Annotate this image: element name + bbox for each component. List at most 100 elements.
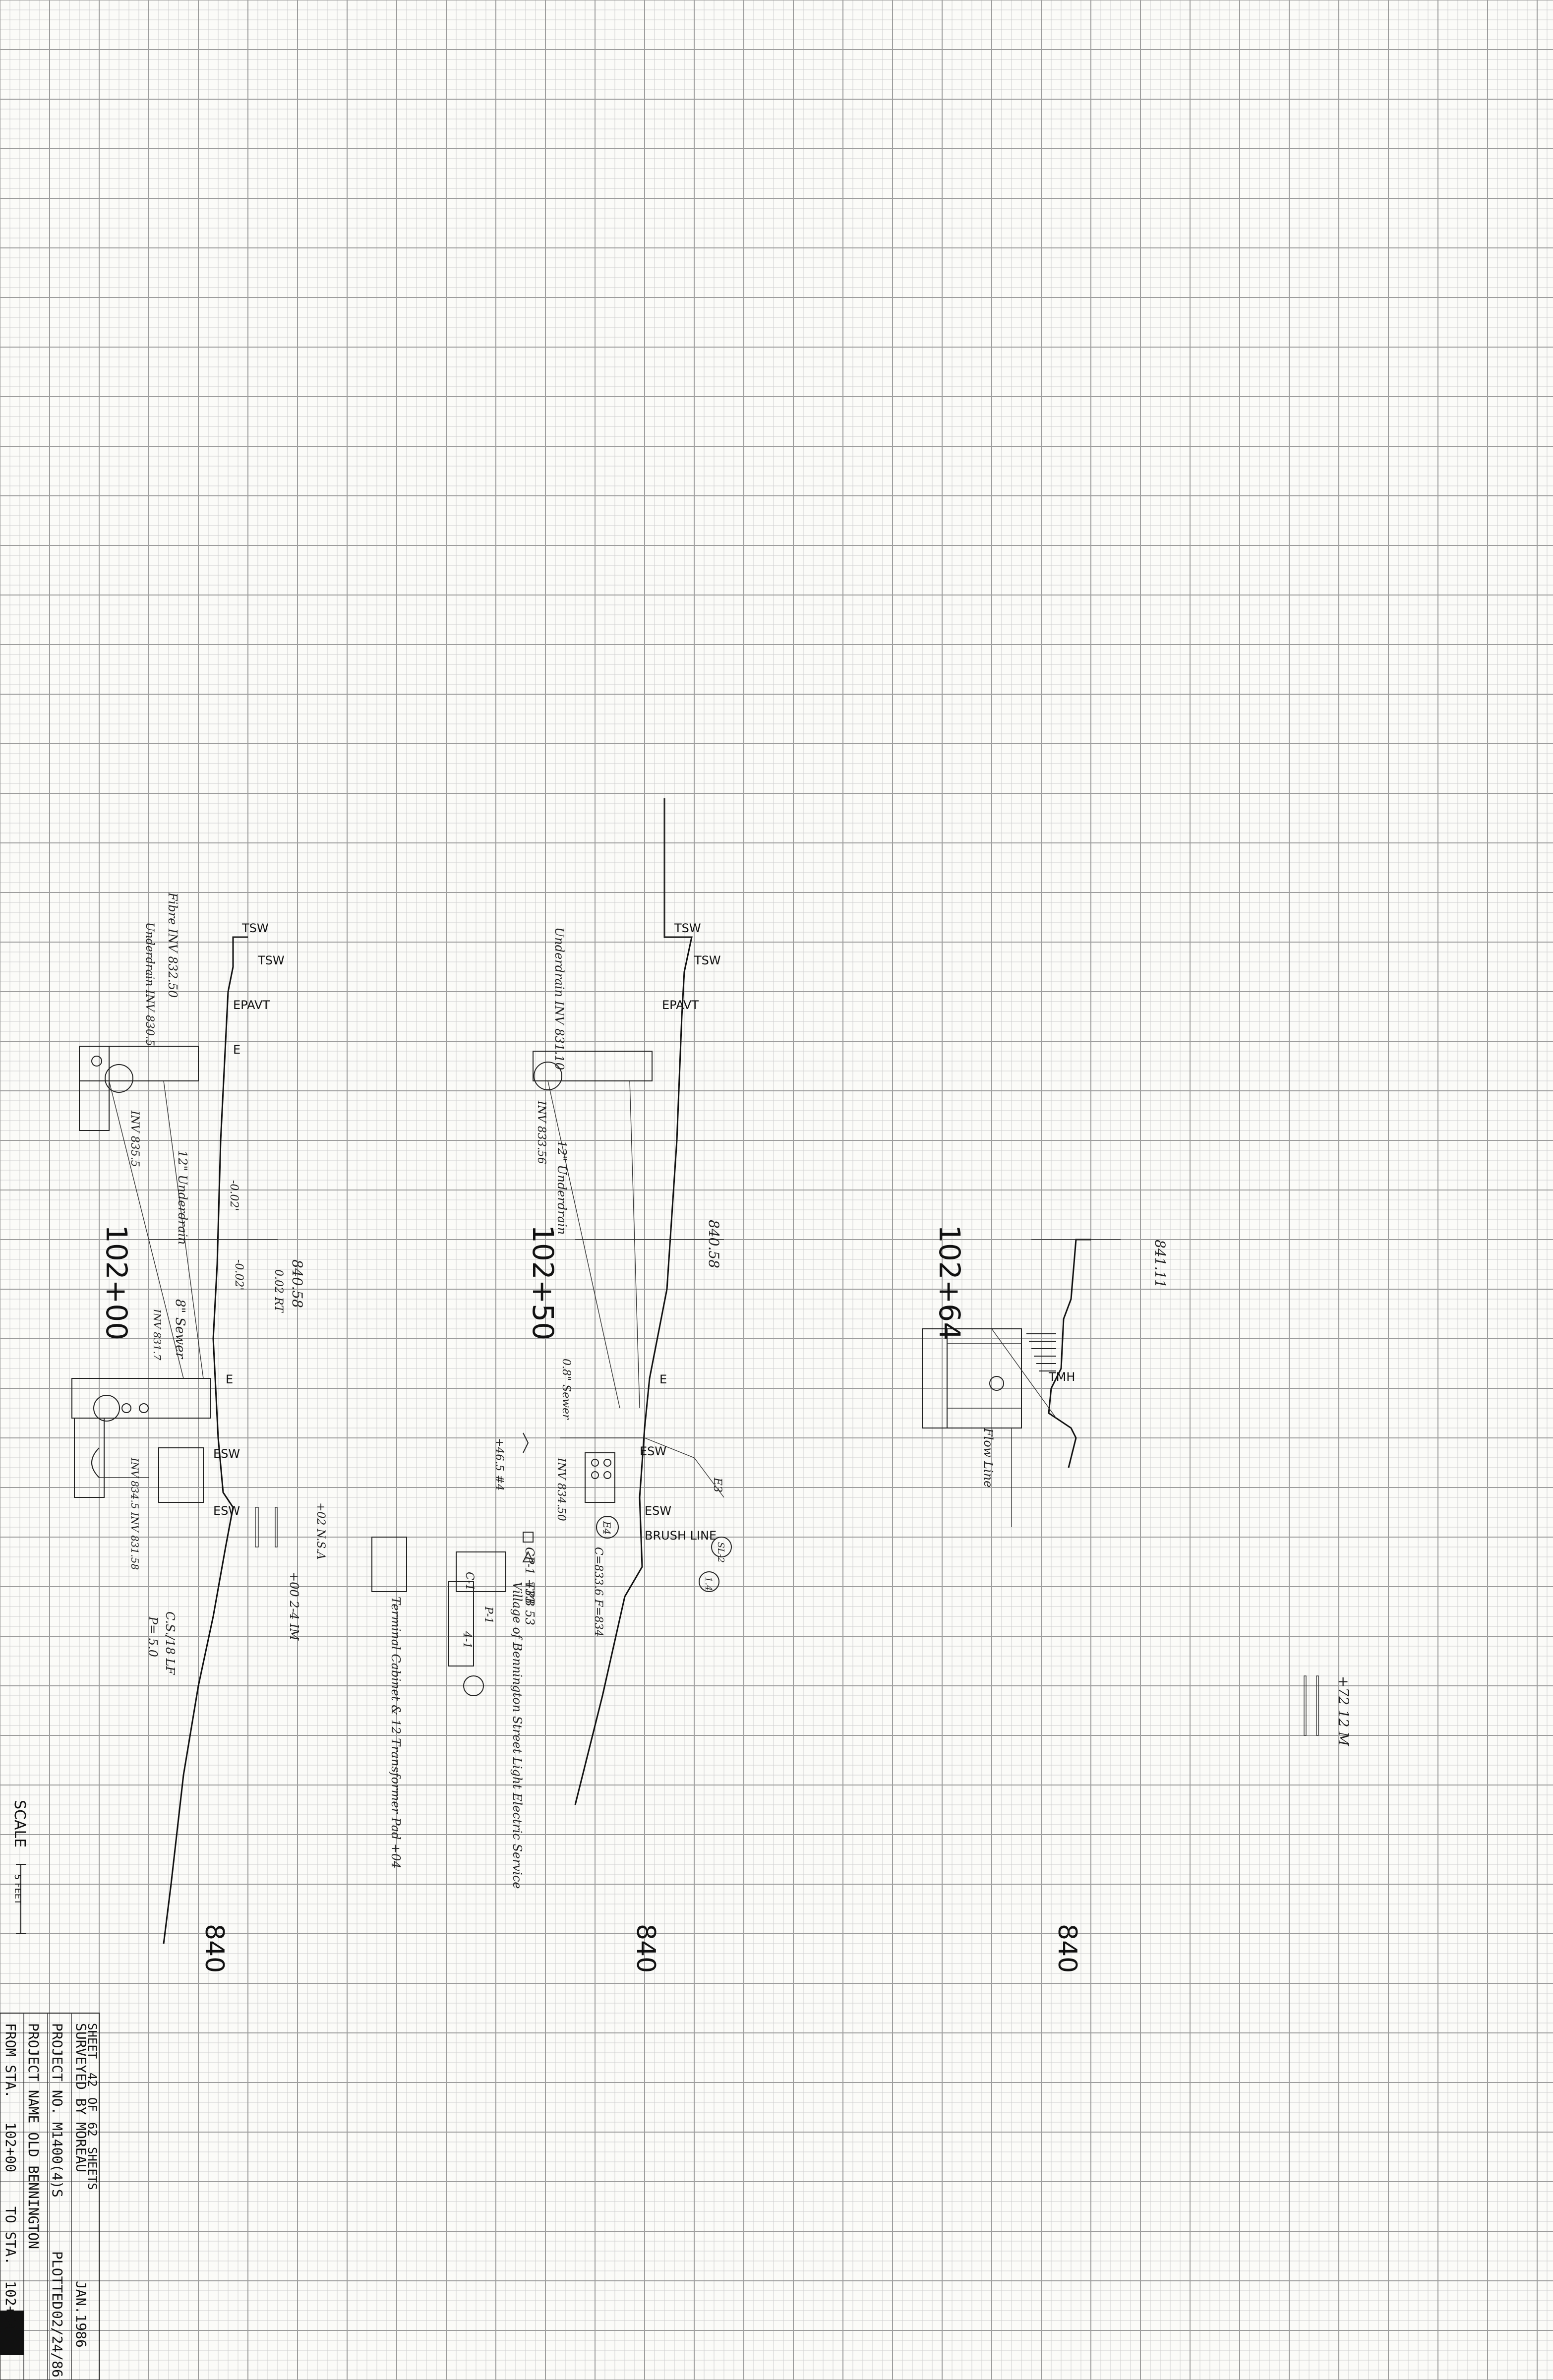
elevation-840-102-50: 840 bbox=[631, 1924, 660, 1973]
svg-text:4-1: 4-1 bbox=[461, 1631, 473, 1649]
station-102-50: 102+50 bbox=[526, 1225, 560, 1340]
svg-text:C.S./18 LF: C.S./18 LF bbox=[163, 1611, 177, 1675]
ground-profile-102-50 bbox=[574, 798, 693, 1805]
svg-text:+00 2-4 IM: +00 2-4 IM bbox=[287, 1572, 301, 1641]
svg-text:INV 831.7: INV 831.7 bbox=[151, 1309, 163, 1361]
elevation-840-102-00: 840 bbox=[199, 1924, 229, 1973]
sewer-box-2 bbox=[74, 1418, 105, 1498]
label-tsw-1: TSW bbox=[241, 921, 269, 935]
svg-text:0.8" Sewer: 0.8" Sewer bbox=[560, 1359, 572, 1420]
underdrain-box-2 bbox=[79, 1046, 110, 1131]
svg-text:BRUSH LINE: BRUSH LINE bbox=[645, 1529, 717, 1543]
svg-text:E3: E3 bbox=[711, 1477, 723, 1492]
callout-e2 bbox=[596, 1516, 619, 1539]
svg-text:MOREAU: MOREAU bbox=[73, 2122, 89, 2172]
from-to-highlight bbox=[0, 2311, 24, 2355]
label-esw-2: ESW bbox=[213, 1504, 240, 1518]
section-102-50: E4 SL-2 1.4 TSW TSW EPAVT E ESW ESW BRUS… bbox=[371, 798, 732, 1973]
svg-text:+02 N.S.A: +02 N.S.A bbox=[314, 1502, 327, 1559]
section-102-00: TSW TSW EPAVT E E ESW ESW 102+00 840 840… bbox=[71, 892, 327, 1973]
sewer-box-102-50 bbox=[585, 1452, 615, 1503]
station-102-00: 102+00 bbox=[100, 1225, 133, 1340]
svg-text:+46.5 #4: +46.5 #4 bbox=[493, 1438, 505, 1491]
svg-text:Underdrain INV 830.5: Underdrain INV 830.5 bbox=[143, 922, 156, 1046]
elevation-840-102-64: 840 bbox=[1052, 1924, 1082, 1973]
svg-text:02/24/86: 02/24/86 bbox=[49, 2311, 65, 2378]
svg-text:Fibre INV 832.50: Fibre INV 832.50 bbox=[166, 892, 179, 998]
underdrain-pipe-1 bbox=[105, 1064, 133, 1093]
svg-text:PROJECT NAME: PROJECT NAME bbox=[25, 2023, 42, 2123]
svg-text:OLD BENNINGTON: OLD BENNINGTON bbox=[25, 2132, 42, 2249]
svg-text:TPB 53: TPB 53 bbox=[523, 1582, 537, 1625]
svg-text:SURVEYED BY: SURVEYED BY bbox=[73, 2023, 89, 2115]
centerline-elev-102-50: 840.58 bbox=[706, 1220, 722, 1268]
svg-text:E: E bbox=[659, 1372, 667, 1386]
svg-text:SHEET: SHEET bbox=[85, 2023, 99, 2059]
svg-text:C-1: C-1 bbox=[463, 1572, 476, 1591]
station-102-64: 102+64 bbox=[933, 1225, 966, 1340]
svg-text:PLOTTED: PLOTTED bbox=[49, 2251, 65, 2310]
svg-text:12" Underdrain: 12" Underdrain bbox=[555, 1140, 569, 1235]
svg-text:FROM STA.: FROM STA. bbox=[2, 2023, 19, 2098]
to-station-value: 102+64 bbox=[2, 2281, 19, 2331]
scale-unit: 5 FEET bbox=[12, 1874, 23, 1905]
sewer-box-1 bbox=[71, 1378, 211, 1419]
centerline-elev-102-00: 840.58 bbox=[289, 1259, 305, 1308]
transformer-pad-box bbox=[456, 1551, 506, 1592]
svg-text:TSW: TSW bbox=[694, 953, 721, 967]
underdrain-box-102-50 bbox=[533, 1051, 653, 1081]
underdrain-pipe-102-50 bbox=[534, 1062, 562, 1090]
ground-profile-102-00 bbox=[163, 936, 248, 1944]
svg-text:0.02 RT: 0.02 RT bbox=[272, 1269, 285, 1313]
label-tsw-2: TSW bbox=[257, 953, 285, 967]
manhole-rim bbox=[922, 1328, 948, 1428]
svg-text:EPAVT: EPAVT bbox=[662, 998, 699, 1012]
title-block: FROM STA. 102+00 TO STA. 102+64 PROJECT … bbox=[0, 2013, 100, 2380]
manhole-body bbox=[947, 1328, 1022, 1428]
sewer-pipe bbox=[93, 1395, 120, 1422]
svg-text:62: 62 bbox=[85, 2122, 99, 2137]
label-e-1: E bbox=[233, 1043, 240, 1057]
pad-box-2 bbox=[448, 1581, 474, 1666]
terminal-cabinet-box bbox=[371, 1537, 407, 1592]
svg-text:P= 5.0: P= 5.0 bbox=[146, 1616, 160, 1657]
svg-text:-0.02': -0.02' bbox=[228, 1180, 240, 1211]
svg-text:TO STA.: TO STA. bbox=[2, 2206, 19, 2265]
svg-text:-0.02': -0.02' bbox=[233, 1259, 245, 1290]
svg-text:INV 835.5: INV 835.5 bbox=[128, 1110, 141, 1167]
section-102-64: TMH 102+64 840 841.11 Flow Line +72 12 M bbox=[922, 1225, 1352, 1973]
label-esw-1: ESW bbox=[213, 1447, 240, 1461]
svg-text:OF: OF bbox=[85, 2097, 99, 2112]
catch-basin-102-00 bbox=[158, 1447, 204, 1503]
centerline-elev-102-64: 841.11 bbox=[1152, 1240, 1168, 1288]
svg-text:12" Underdrain: 12" Underdrain bbox=[176, 1150, 189, 1245]
svg-text:ESW: ESW bbox=[645, 1504, 671, 1518]
svg-text:TSW: TSW bbox=[674, 921, 701, 935]
svg-text:+72 12 M: +72 12 M bbox=[1335, 1676, 1352, 1747]
svg-text:8" Sewer: 8" Sewer bbox=[173, 1299, 187, 1360]
svg-text:INV 834.50: INV 834.50 bbox=[555, 1457, 567, 1521]
svg-text:ESW: ESW bbox=[640, 1444, 666, 1458]
svg-text:SL-2: SL-2 bbox=[716, 1542, 726, 1563]
callout-e4 bbox=[699, 1571, 719, 1592]
svg-text:INV 833.56: INV 833.56 bbox=[535, 1100, 547, 1164]
svg-text:SHEETS: SHEETS bbox=[85, 2147, 99, 2190]
svg-text:E4: E4 bbox=[601, 1521, 613, 1535]
svg-text:CP-1 +33: CP-1 +33 bbox=[523, 1547, 537, 1604]
svg-text:M1400(4)S: M1400(4)S bbox=[49, 2122, 65, 2198]
svg-text:INV 834.5: INV 834.5 bbox=[129, 1457, 141, 1509]
svg-text:102+00: 102+00 bbox=[2, 2122, 19, 2172]
scale-bar: SCALE 5 FEET bbox=[11, 1800, 28, 1934]
svg-text:1.4: 1.4 bbox=[703, 1577, 714, 1591]
svg-text:P-1: P-1 bbox=[482, 1606, 494, 1624]
svg-text:C=833.6 F=834: C=833.6 F=834 bbox=[592, 1547, 604, 1637]
label-epavt: EPAVT bbox=[233, 998, 270, 1012]
svg-text:INV 831.58: INV 831.58 bbox=[129, 1512, 141, 1570]
underdrain-box-1 bbox=[79, 1046, 199, 1081]
svg-text:Terminal Cabinet & 12 Transfor: Terminal Cabinet & 12 Transformer Pad +0… bbox=[389, 1597, 403, 1869]
scale-label: SCALE bbox=[11, 1800, 28, 1847]
